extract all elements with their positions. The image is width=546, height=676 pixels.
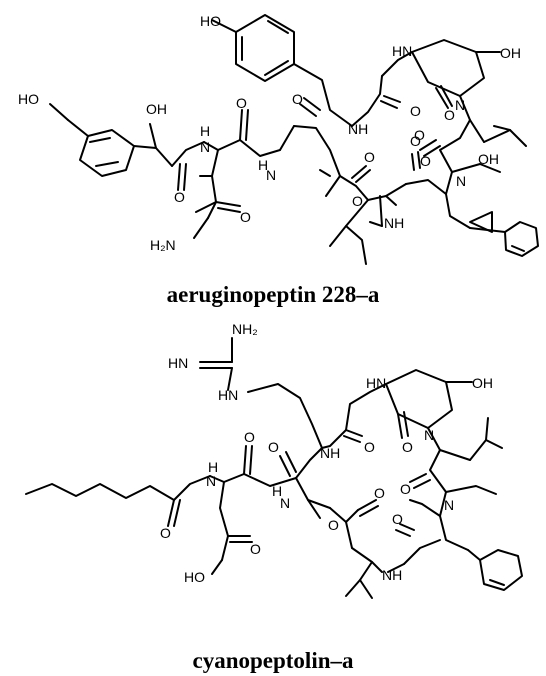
structure-aeruginopeptin: HO HO OH H N H N HN NH N OH O O O O O O … — [18, 13, 539, 307]
atom-ho: HO — [18, 91, 39, 107]
atom-o: O — [160, 525, 171, 541]
atom-o: O — [292, 91, 303, 107]
atom-o: O — [410, 133, 421, 149]
atom-o: O — [414, 127, 425, 143]
atom-nh2: NH₂ — [232, 321, 258, 337]
atom-o: O — [328, 517, 339, 533]
atom-n: N — [200, 139, 210, 155]
atom-n: N — [280, 495, 290, 511]
atom-o: O — [374, 485, 385, 501]
atom-n: N — [266, 167, 276, 183]
atom-h: H — [272, 483, 282, 499]
atom-o: O — [240, 209, 251, 225]
atom-n: N — [456, 173, 466, 189]
atom-nh: NH — [382, 567, 402, 583]
atom-n: N — [455, 97, 465, 113]
atom-o: O — [444, 107, 455, 123]
bond-lines — [25, 337, 523, 599]
atom-n: N — [206, 473, 216, 489]
atom-hn: HN — [366, 375, 386, 391]
compound-name: cyanopeptolin–a — [192, 648, 354, 673]
atom-n: N — [424, 427, 434, 443]
atom-o: O — [400, 481, 411, 497]
atom-oh: OH — [472, 375, 493, 391]
atom-h2n: H₂N — [150, 237, 176, 253]
bond-lines — [49, 14, 539, 265]
structure-cyanopeptolin: NH₂ HN HN HN NH N OH O O O O O O O O O H… — [25, 321, 523, 673]
atom-o: O — [402, 439, 413, 455]
atom-o: O — [392, 511, 403, 527]
atom-h: H — [258, 157, 268, 173]
atom-oh: OH — [146, 101, 167, 117]
atom-o: O — [268, 439, 279, 455]
atom-hn: HN — [218, 387, 238, 403]
atom-o: O — [364, 149, 375, 165]
atom-labels: NH₂ HN HN HN NH N OH O O O O O O O O O H… — [160, 321, 493, 585]
atom-o: O — [410, 103, 421, 119]
atom-ho: HO — [200, 13, 221, 29]
atom-oh: OH — [478, 151, 499, 167]
atom-o: O — [364, 439, 375, 455]
atom-n: N — [444, 497, 454, 513]
atom-hn: HN — [168, 355, 188, 371]
atom-ho: HO — [184, 569, 205, 585]
atom-o: O — [420, 153, 431, 169]
atom-nh: NH — [348, 121, 368, 137]
atom-hn: HN — [392, 43, 412, 59]
atom-o: O — [174, 189, 185, 205]
atom-o: O — [352, 193, 363, 209]
atom-labels: HO HO OH H N H N HN NH N OH O O O O O O … — [18, 13, 521, 253]
atom-nh: NH — [384, 215, 404, 231]
atom-nh: NH — [320, 445, 340, 461]
atom-o: O — [244, 429, 255, 445]
atom-o: O — [250, 541, 261, 557]
atom-o: O — [236, 95, 247, 111]
atom-oh: OH — [500, 45, 521, 61]
compound-name: aeruginopeptin 228–a — [167, 282, 380, 307]
atom-h: H — [208, 459, 218, 475]
atom-h: H — [200, 123, 210, 139]
